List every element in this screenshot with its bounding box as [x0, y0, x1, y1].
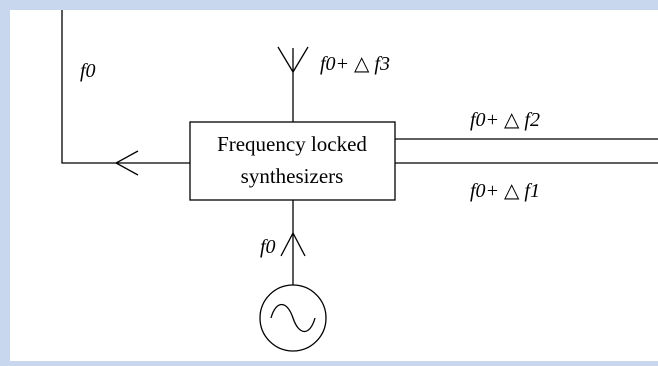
label-input-f0: f0 — [260, 236, 276, 258]
label-antenna-f3: f0+ △ f3 — [320, 53, 390, 75]
sine-source-icon — [259, 284, 327, 352]
up-arrow-icon — [280, 231, 306, 257]
left-arrow-icon — [114, 150, 139, 176]
frequency-locked-synthesizers-block — [189, 121, 396, 201]
block-title-line2: synthesizers — [241, 164, 344, 188]
label-output-f1: f0+ △ f1 — [470, 180, 540, 202]
block-title-line1: Frequency locked — [217, 132, 367, 156]
antenna-icon — [277, 46, 309, 122]
feedback-line — [61, 10, 190, 164]
label-top-left-f0: f0 — [80, 60, 96, 82]
label-output-f2: f0+ △ f2 — [470, 109, 540, 131]
